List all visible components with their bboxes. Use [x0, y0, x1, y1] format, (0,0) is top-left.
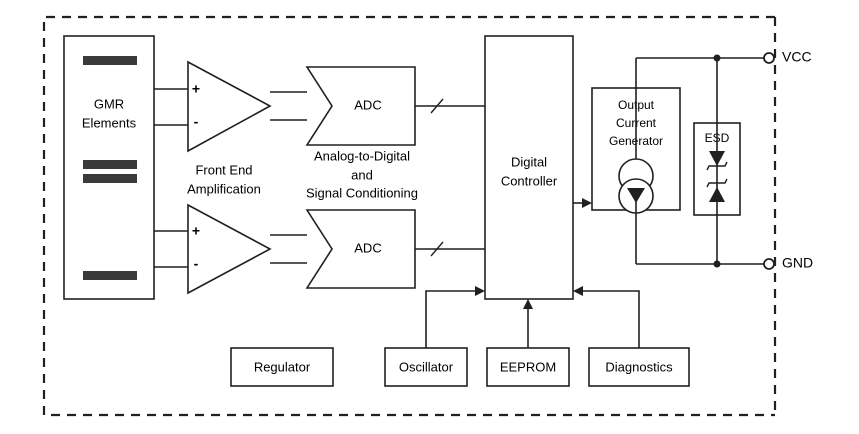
amp-bottom-minus-sign: - — [194, 256, 199, 272]
digital-controller-label-line2: Controller — [501, 173, 558, 188]
oscillator-to-controller-wire — [425, 290, 475, 348]
esd-zener-bar-lower-icon — [706, 178, 728, 188]
amp-top-minus-sign: - — [194, 114, 199, 130]
esd-zener-diode-upper-icon — [709, 151, 725, 166]
oscillator-to-controller-arrowhead — [475, 286, 485, 296]
adc-caption-line3: Signal Conditioning — [306, 185, 418, 200]
gmr-elements-box — [63, 35, 155, 300]
diagnostics-box — [588, 347, 690, 387]
amp-bottom-plus-sign: + — [192, 223, 200, 239]
oscillator-box — [384, 347, 468, 387]
diagnostics-label: Diagnostics — [605, 359, 673, 374]
gnd-pin-label: GND — [782, 255, 813, 271]
gmr-bar-3 — [83, 174, 137, 183]
digital-controller-label-line1: Digital — [511, 154, 547, 169]
controller-to-ocg-arrowhead — [582, 198, 592, 208]
diagnostics-to-controller-wire — [583, 290, 640, 348]
eeprom-to-controller-arrowhead — [523, 299, 533, 309]
regulator-box — [230, 347, 334, 387]
front-end-amplifier-top — [187, 60, 272, 153]
regulator-label: Regulator — [254, 359, 311, 374]
gnd-junction-dot — [713, 260, 721, 268]
current-source-arrow-icon — [627, 188, 645, 203]
gmr-bar-2 — [83, 160, 137, 169]
gmr-elements-label-line1: GMR — [94, 96, 124, 111]
front-end-caption-line1: Front End — [195, 162, 252, 177]
vcc-pin-terminal[interactable] — [763, 52, 775, 64]
vcc-junction-dot — [713, 54, 721, 62]
digital-controller-box — [484, 35, 574, 300]
vcc-pin-label: VCC — [782, 49, 812, 65]
amp-top-plus-sign: + — [192, 81, 200, 97]
gmr-bar-4 — [83, 271, 137, 280]
adc-bottom-label: ADC — [354, 240, 381, 255]
front-end-caption-line2: Amplification — [187, 181, 261, 196]
gnd-pin-terminal[interactable] — [763, 258, 775, 270]
esd-zener-diode-lower-icon — [709, 187, 725, 202]
adc-bottom-bus-slash — [430, 241, 444, 257]
oscillator-label: Oscillator — [399, 359, 454, 374]
adc-caption-line2: and — [351, 167, 373, 182]
esd-zener-bar-upper-icon — [706, 161, 728, 171]
adc-top-label: ADC — [354, 97, 381, 112]
adc-top-block — [305, 66, 416, 146]
adc-bottom-block — [305, 209, 416, 289]
adc-caption-line1: Analog-to-Digital — [314, 148, 410, 163]
eeprom-box — [486, 347, 570, 387]
diagnostics-to-controller-arrowhead — [573, 286, 583, 296]
eeprom-label: EEPROM — [500, 359, 556, 374]
ic-package-boundary — [42, 15, 775, 417]
front-end-amplifier-bottom — [187, 203, 272, 295]
gmr-bar-1 — [83, 56, 137, 65]
adc-top-bus-slash — [430, 98, 444, 114]
gmr-elements-label-line2: Elements — [82, 115, 137, 130]
